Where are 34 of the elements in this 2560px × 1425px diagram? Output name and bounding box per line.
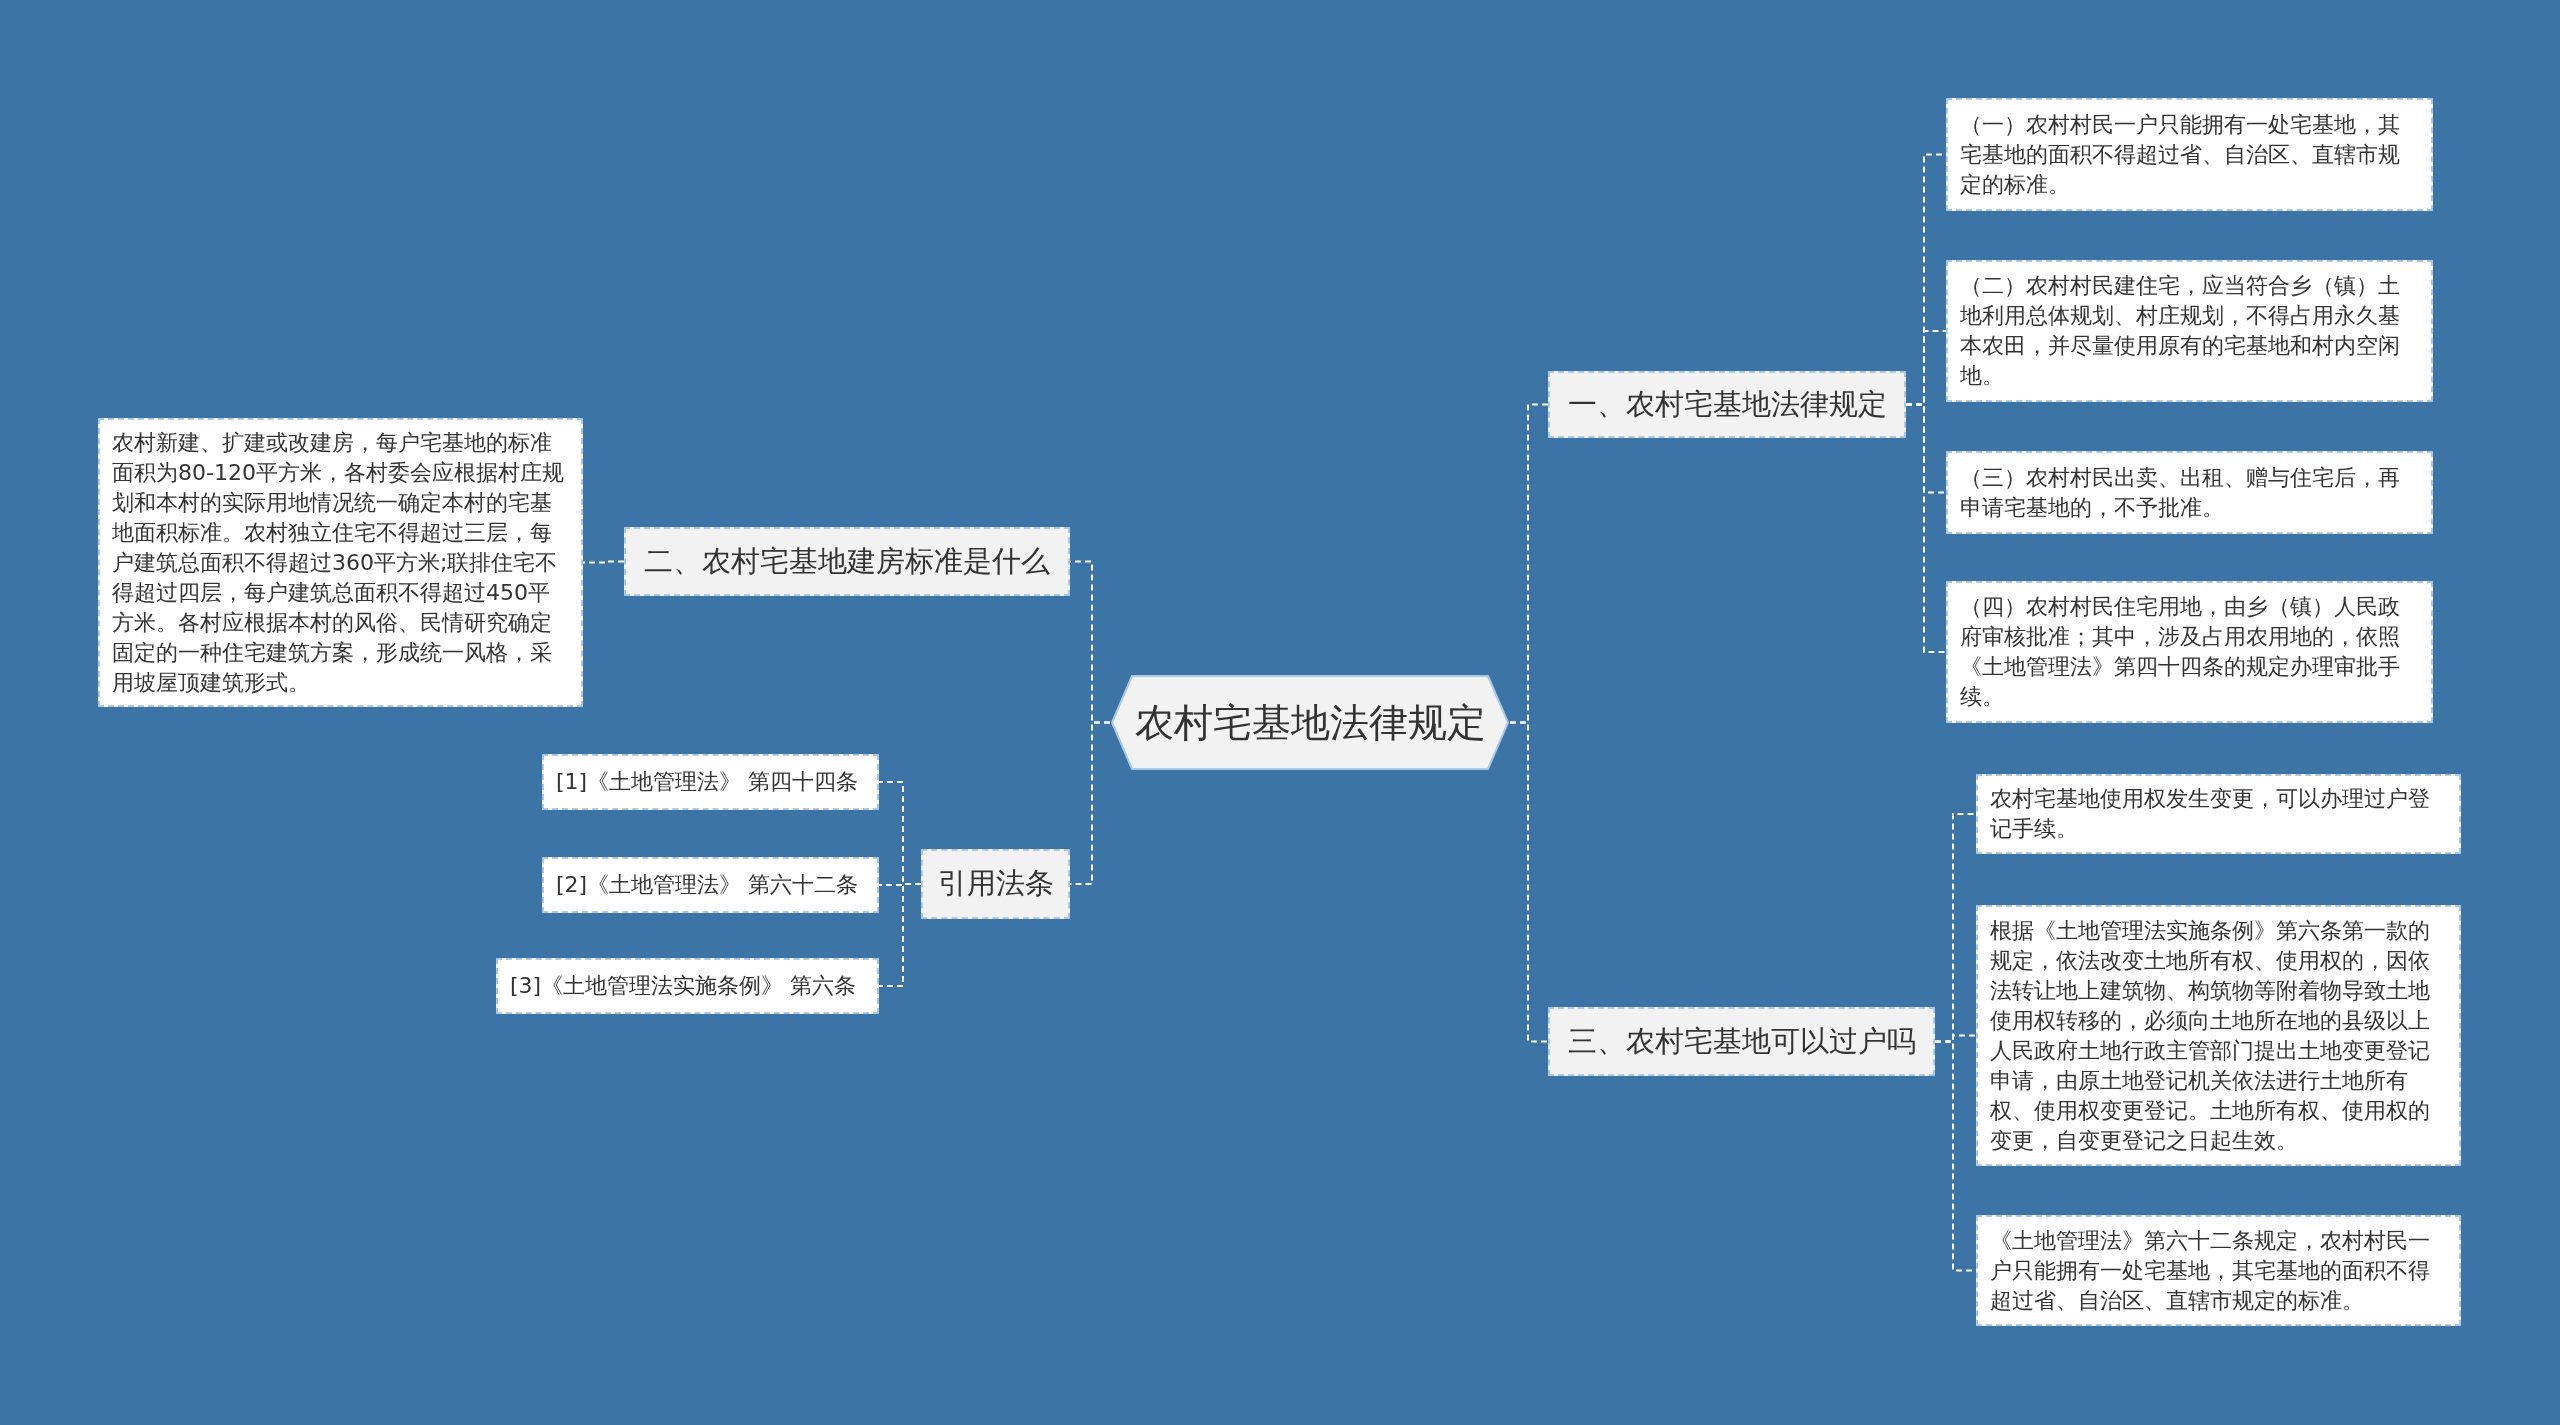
central-topic-hexagon bbox=[1110, 674, 1510, 771]
topic-text: 农村宅基地使用权发生变更，可以办理过户登记手续。 bbox=[1990, 785, 2431, 843]
topic-text: 农村宅基地法律规定 bbox=[1134, 698, 1486, 747]
topic-text: [1]《土地管理法》 第四十四条 bbox=[556, 768, 859, 796]
note-box bbox=[1946, 451, 2433, 534]
topic-text: 引用法条 bbox=[937, 865, 1054, 902]
note-box bbox=[1976, 905, 2461, 1166]
topic-text: [3]《土地管理法实施条例》 第六条 bbox=[510, 972, 857, 1000]
topic-text: [2]《土地管理法》 第六十二条 bbox=[556, 871, 859, 899]
topic-text: 根据《土地管理法实施条例》第六条第一款的规定，依法改变土地所有权、使用权的，因依法转让地上建筑物、构筑物等附着物导致土地使用权转移的，必须向土地所在地的县级以上人民政府土地行政主管部门提出土地变更登记申请，由原土地登记机关依法进行土地所有权、使用权变更登记。土地所有权、使用权的变更，自变更登记之日起生效。 bbox=[1990, 916, 2431, 1155]
topic-box bbox=[624, 527, 1070, 596]
note-box bbox=[1946, 260, 2433, 402]
topic-box bbox=[1548, 371, 1906, 438]
topic-text: 农村新建、扩建或改建房，每户宅基地的标准面积为80-120平方米，各村委会应根据村庄规划和本村的实际用地情况统一确定本村的宅基地面积标准。农村独立住宅不得超过三层，每户建筑总面积不得超过360平方米;联排住宅不得超过四层，每户建筑总面积不得超过450平方米。各村应根据本村的风俗、民情研究确定固定的一种住宅建筑方案，形成统一风格，采用坡屋顶建筑形式。 bbox=[112, 428, 565, 697]
note-box bbox=[542, 857, 879, 913]
connector-line bbox=[1905, 403, 1947, 653]
topic-text: （一）农村村民一户只能拥有一处宅基地，其宅基地的面积不得超过省、自治区、直辖市规定的标准。 bbox=[1960, 110, 2401, 199]
topic-box bbox=[921, 849, 1070, 919]
topic-text: 三、农村宅基地可以过户吗 bbox=[1567, 1022, 1916, 1060]
topic-text: 《土地管理法》第六十二条规定，农村村民一户只能拥有一处宅基地，其宅基地的面积不得超过省、自治区、直辖市规定的标准。 bbox=[1990, 1226, 2431, 1315]
connector-line bbox=[1509, 721, 1549, 1043]
note-box bbox=[1976, 1215, 2461, 1326]
topic-text: （二）农村村民建住宅，应当符合乡（镇）土地利用总体规划、村庄规划，不得占用永久基本农田，并尽量使用原有的宅基地和村内空闲地。 bbox=[1960, 272, 2401, 390]
connector-line bbox=[878, 883, 922, 987]
topic-box bbox=[1548, 1007, 1935, 1076]
note-box bbox=[1946, 98, 2433, 211]
topic-text: 一、农村宅基地法律规定 bbox=[1567, 385, 1887, 423]
note-box bbox=[496, 958, 879, 1014]
note-box bbox=[542, 754, 879, 810]
topic-text: （三）农村村民出卖、出租、赠与住宅后，再申请宅基地的，不予批准。 bbox=[1960, 463, 2401, 522]
note-box bbox=[1946, 581, 2433, 723]
topic-text: （四）农村村民住宅用地，由乡（镇）人民政府审核批准；其中，涉及占用农用地的，依照《土地管理法》第四十四条的规定办理审批手续。 bbox=[1960, 593, 2401, 711]
topic-text: 二、农村宅基地建房标准是什么 bbox=[644, 542, 1050, 580]
note-box bbox=[1976, 774, 2461, 854]
